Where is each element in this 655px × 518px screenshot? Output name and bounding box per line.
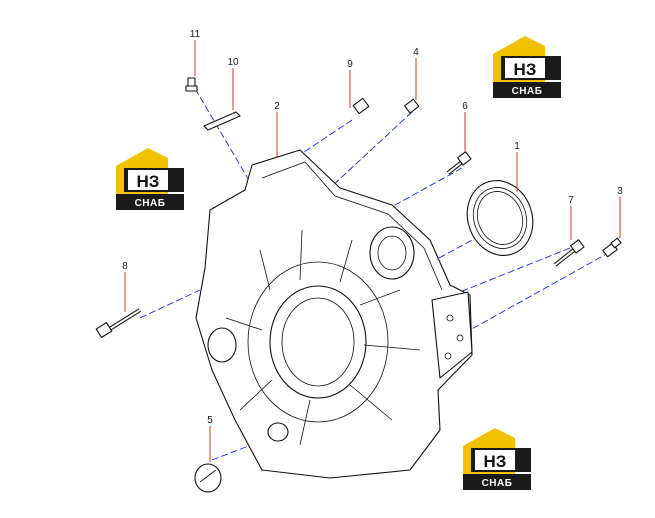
callout-9: 9 xyxy=(347,59,353,70)
callout-4: 4 xyxy=(413,47,419,58)
callout-8: 8 xyxy=(122,261,128,272)
watermark-logo: НЗ СНАБ xyxy=(493,36,561,98)
logo-text: СНАБ xyxy=(512,86,543,97)
plug-fitting xyxy=(602,237,622,258)
callout-7: 7 xyxy=(568,195,574,206)
bolt-7 xyxy=(553,239,585,267)
logo-text: СНАБ xyxy=(482,478,513,489)
leader-lines xyxy=(124,40,621,462)
callout-6: 6 xyxy=(462,101,468,112)
callout-5: 5 xyxy=(207,415,213,426)
flywheel-housing xyxy=(195,149,473,479)
callout-11: 11 xyxy=(190,29,201,40)
callout-1: 1 xyxy=(514,141,520,152)
watermark-logo: НЗ СНАБ xyxy=(116,148,184,210)
logo-mark: НЗ xyxy=(137,172,160,191)
logo-mark: НЗ xyxy=(514,60,537,79)
gasket-plate xyxy=(203,111,241,131)
logo-mark: НЗ xyxy=(484,452,507,471)
seal-ring xyxy=(466,180,534,256)
bolt-8 xyxy=(95,308,142,338)
dowel-pin xyxy=(404,98,420,114)
logo-text: СНАБ xyxy=(135,198,166,209)
watermark-logo: НЗ СНАБ xyxy=(463,428,531,490)
short-bolt xyxy=(446,151,472,175)
cover-disc xyxy=(194,463,222,493)
callout-2: 2 xyxy=(274,101,280,112)
long-bolt xyxy=(324,97,370,134)
callout-3: 3 xyxy=(617,186,623,197)
callout-10: 10 xyxy=(227,57,239,68)
small-fitting xyxy=(185,77,198,92)
callout-numbers: 1 2 3 4 5 6 7 8 9 10 11 xyxy=(122,29,623,426)
